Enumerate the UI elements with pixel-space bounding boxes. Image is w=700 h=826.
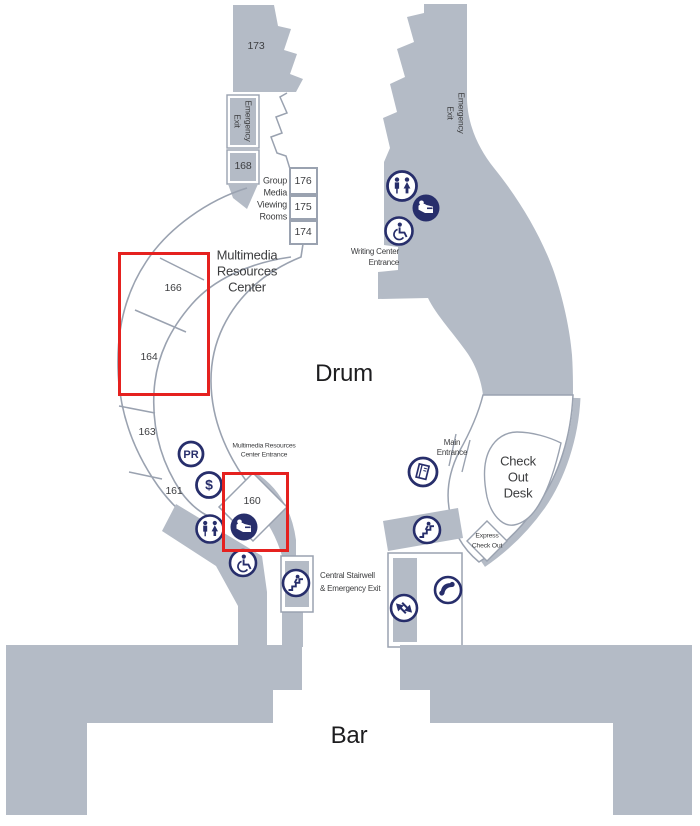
escalator-arrows-icon — [389, 593, 419, 623]
room-173-label: 173 — [247, 39, 265, 52]
check-out-desk-label-2: Out — [507, 469, 529, 485]
room-175-box — [289, 195, 318, 220]
drum-label: Drum — [315, 360, 373, 387]
writing-center-label: Writing Center — [350, 247, 399, 256]
bar-building-right — [400, 645, 692, 815]
room-164-label: 164 — [140, 350, 158, 363]
room-173-area — [233, 5, 303, 92]
highlight-rooms-166-164 — [118, 252, 210, 396]
accessibility-icon-right — [384, 216, 414, 246]
room-174-label: 174 — [294, 225, 312, 238]
emergency-exit-left-fill — [230, 98, 256, 145]
mrc-entrance-label-2: Center Entrance — [240, 451, 288, 459]
main-entrance-gap — [448, 433, 471, 473]
stairs-icon-central — [281, 568, 311, 598]
svg-text:PR: PR — [183, 449, 198, 461]
emergency-exit-right-line1: Emergency — [456, 92, 467, 134]
emergency-exit-right-line2: Exit — [446, 106, 456, 120]
writing-center-label-2: Entrance — [368, 258, 400, 267]
divider-166-top — [159, 257, 205, 281]
mrc-entrance-label: Multimedia Resources — [232, 442, 296, 450]
room-176-label: 176 — [294, 174, 312, 187]
stepped-wall-left — [270, 92, 291, 170]
room-168-tail — [228, 184, 258, 209]
room-174-box — [289, 220, 318, 245]
group-media-label-2: Media — [263, 187, 287, 198]
copier-icon-right — [412, 194, 440, 222]
multimedia-resources-center-label: Multimedia — [216, 247, 278, 263]
central-stairwell-label: Central Stairwell — [320, 571, 375, 580]
check-out-desk-label: Check — [500, 453, 536, 469]
express-check-out-label: Express — [475, 532, 499, 540]
room-168-fill — [230, 153, 256, 181]
bar-label: Bar — [330, 722, 368, 749]
highlight-room-160 — [222, 472, 289, 552]
dollar-cash-icon: $ — [195, 471, 223, 499]
room-163-label: 163 — [138, 425, 156, 438]
multimedia-resources-center-label-3: Center — [228, 279, 266, 295]
stairs-icon-right — [412, 515, 442, 545]
main-entrance-label: Main — [443, 438, 461, 447]
room-176-box — [289, 167, 318, 195]
ring-outer-band-right — [481, 397, 581, 567]
emergency-exit-left-line1: Emergency — [243, 100, 254, 142]
restroom-icon-left — [195, 514, 225, 544]
multimedia-resources-center-label-2: Resources — [216, 263, 278, 279]
svg-text:$: $ — [205, 477, 213, 493]
room-175-label: 175 — [294, 200, 312, 213]
emergency-exit-left-line2: Exit — [233, 114, 243, 128]
phone-icon — [433, 575, 463, 605]
check-out-desk-area — [483, 431, 562, 526]
corridor-wall-right — [282, 612, 303, 647]
book-icon — [407, 456, 439, 488]
central-stairwell-label-2: & Emergency Exit — [320, 584, 381, 593]
accessibility-icon-left — [228, 548, 258, 578]
express-check-out-label-2: Check Out — [471, 542, 503, 550]
room-166-label: 166 — [164, 281, 182, 294]
divider-164-163 — [118, 405, 156, 414]
right-building-area — [378, 4, 573, 395]
emergency-exit-right-label: Emergency Exit — [445, 92, 467, 134]
restroom-icon-right — [386, 170, 418, 202]
divider-163-161 — [128, 471, 163, 480]
room-161-label: 161 — [165, 484, 183, 497]
public-relations-icon: PR — [177, 440, 205, 468]
drum-room-front-wall-left — [152, 256, 292, 517]
room-160-label: 160 — [243, 494, 261, 507]
express-check-out-area — [466, 520, 508, 562]
divider-166-164 — [134, 309, 187, 333]
room-168-label: 168 — [234, 159, 252, 172]
restroom-wedge-left — [162, 504, 267, 647]
group-media-label: Group — [262, 175, 287, 186]
group-media-label-3: Viewing — [257, 199, 287, 210]
copier-icon-left — [230, 513, 258, 541]
emergency-exit-left-label: Emergency Exit — [232, 100, 254, 142]
main-entrance-label-2: Entrance — [436, 448, 468, 457]
check-out-desk-label-3: Desk — [503, 485, 533, 501]
drum-outer-wall-left — [117, 187, 248, 519]
group-media-label-4: Rooms — [259, 211, 287, 222]
bar-building-left — [6, 645, 302, 815]
